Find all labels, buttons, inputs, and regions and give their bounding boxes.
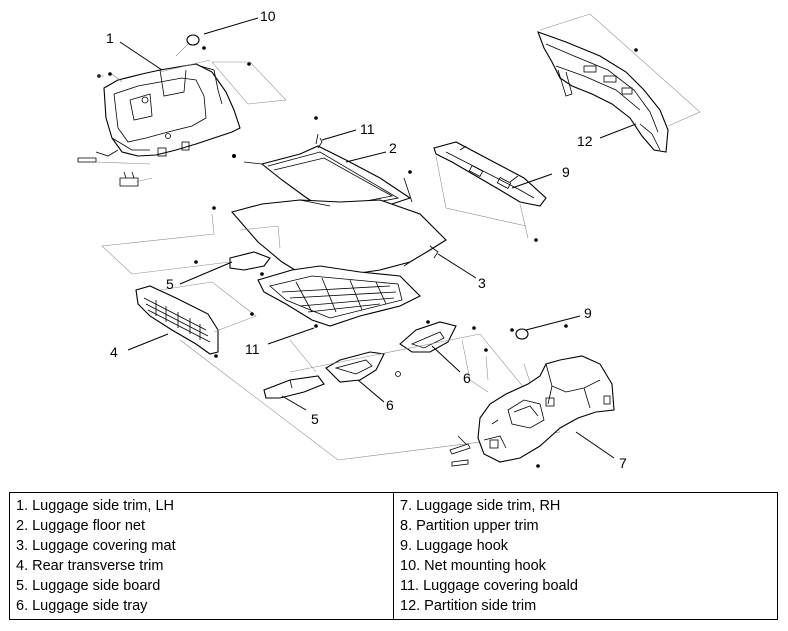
luggage-covering-board [257,265,421,328]
callout-4: 4 [110,344,118,360]
callout-10: 10 [260,8,276,24]
legend-item-1: 1. Luggage side trim, LH [16,498,174,514]
legend-column-right: 7. Luggage side trim, RH 8. Partition up… [393,493,777,619]
legend-item-3: 3. Luggage covering mat [16,538,176,554]
floor-guide-lines [179,333,561,461]
lh-trim-guide-lines [95,39,287,183]
callout-6-left: 6 [386,397,394,413]
legend-column-left: 1. Luggage side trim, LH 2. Luggage floo… [10,493,393,619]
legend-item-7: 7. Luggage side trim, RH [400,498,561,514]
callout-11-lower: 11 [245,341,260,357]
callout-1: 1 [106,30,114,46]
callout-7: 7 [619,455,627,471]
luggage-side-tray-left [325,351,401,383]
legend-item-5: 5. Luggage side board [16,578,161,594]
rh-trim-fasteners [449,435,471,467]
luggage-side-tray-right [399,320,476,353]
luggage-floor-net [243,116,413,215]
callout-9-lower: 9 [584,305,592,321]
callout-12: 12 [577,133,593,149]
luggage-side-board-lower [263,375,325,399]
legend-item-4: 4. Rear transverse trim [16,558,164,574]
legend-item-8: 8. Partition upper trim [400,518,539,534]
callout-3: 3 [478,275,486,291]
legend-item-12: 12. Partition side trim [400,598,537,614]
rear-transverse-trim [135,281,257,358]
legend-item-2: 2. Luggage floor net [16,518,145,534]
luggage-side-board-upper [101,206,281,275]
luggage-hook-upper [433,141,547,242]
callout-9-upper: 9 [562,164,570,180]
callout-6-right: 6 [463,370,471,386]
net-mounting-hook [186,34,206,50]
luggage-covering-mat [231,199,447,279]
legend-item-10: 10. Net mounting hook [400,558,546,574]
legend-item-11: 11. Luggage covering boald [400,578,578,594]
luggage-side-trim-rh [477,324,615,468]
legend-item-9: 9. Luggage hook [400,538,509,554]
leader-lines [119,17,637,459]
legend-item-6: 6. Luggage side tray [16,598,148,614]
callout-11-upper: 11 [360,121,375,137]
callout-2: 2 [389,140,397,156]
callout-labels: 1 10 11 2 9 12 3 5 4 11 9 6 6 5 7 [106,8,627,471]
luggage-hook-lower [510,328,529,340]
parts-legend-table: 1. Luggage side trim, LH 2. Luggage floo… [9,492,778,620]
luggage-side-trim-lh [95,63,241,157]
callout-5-upper: 5 [166,276,174,292]
callout-5-lower: 5 [311,411,319,427]
partition-side-trim [537,13,701,153]
exploded-parts-diagram: 1 10 11 2 9 12 3 5 4 11 9 6 6 5 7 [77,8,701,471]
